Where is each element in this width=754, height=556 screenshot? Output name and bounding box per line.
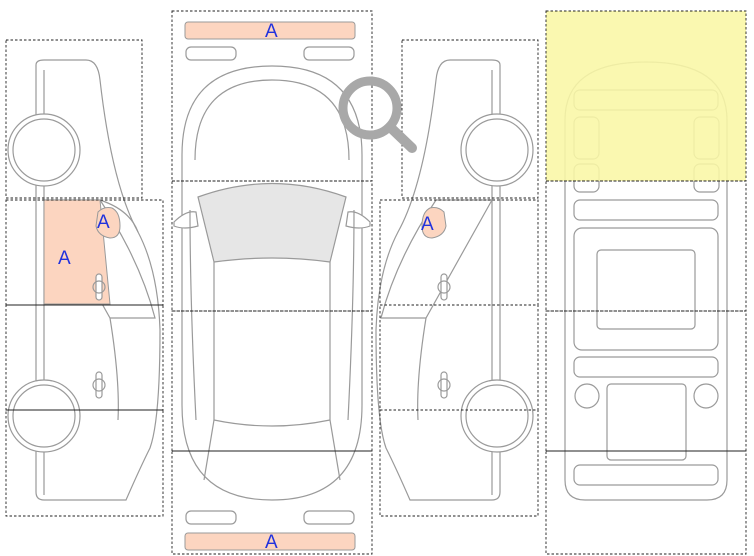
interior-view [546,11,746,501]
front-door-damage[interactable] [43,199,111,305]
damage-marker-rear-bumper: A [265,532,278,553]
damage-marker-left-mirror: A [97,212,110,233]
right-mirror-damage[interactable] [421,207,447,239]
rear-bumper-damage[interactable] [184,532,356,551]
top-view: A A [173,21,371,553]
front-bumper-damage[interactable] [184,21,356,40]
damage-marker-front-door: A [58,248,71,269]
roof-area-highlight[interactable] [546,11,746,181]
magnifier-icon[interactable] [338,76,417,153]
door-handle-icon [95,371,103,399]
door-handle-icon [440,371,448,399]
side-mirror-damage[interactable] [95,207,121,239]
door-handle-icon [440,273,448,301]
left-side-view: A A [7,59,161,501]
right-side-view: A [375,59,534,501]
damage-marker-right-mirror: A [421,214,434,235]
damage-marker-front-bumper: A [265,21,278,42]
windshield [197,182,347,263]
door-handle-icon [95,273,103,301]
zone-grid [5,10,747,555]
